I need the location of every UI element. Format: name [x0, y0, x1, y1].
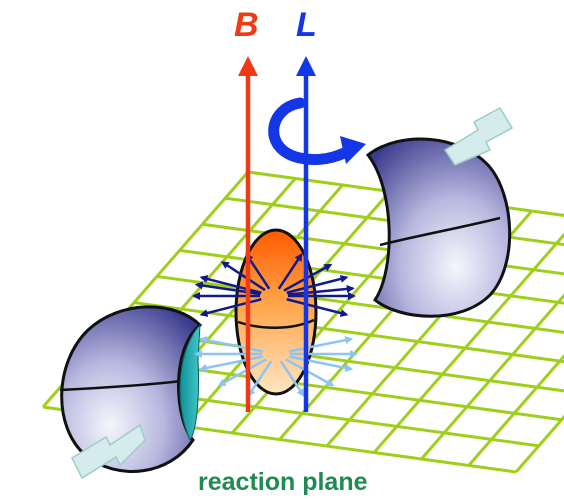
grid-line — [467, 353, 564, 467]
flow-arrows-lower — [194, 336, 358, 398]
angular-momentum-label: L — [296, 6, 317, 44]
flow-arrow — [247, 360, 273, 398]
flow-arrow — [198, 355, 264, 372]
grid-line — [514, 414, 564, 473]
flow-arrow — [217, 358, 267, 387]
b-field-label: B — [234, 6, 259, 44]
angular-momentum-axis — [296, 56, 316, 412]
flow-arrow — [220, 261, 266, 292]
flow-arrow — [245, 252, 271, 290]
grid-line — [420, 293, 564, 460]
flow-arrow — [288, 355, 354, 372]
motion-arrow-icon — [71, 107, 514, 480]
grid-line — [372, 232, 564, 454]
flow-arrow — [277, 252, 303, 290]
b-field-axis — [238, 56, 258, 412]
curved-rotation-arrow-icon — [268, 97, 366, 166]
grid-line — [133, 301, 564, 364]
right-nucleus — [365, 137, 512, 318]
flow-arrow — [279, 360, 305, 398]
flow-arrow — [198, 336, 264, 353]
flow-arrow — [199, 275, 262, 294]
flow-arrow — [286, 298, 349, 317]
flow-arrow — [285, 358, 335, 387]
flow-arrow — [286, 275, 349, 294]
reaction-plane-label: reaction plane — [198, 468, 368, 496]
flow-arrow — [199, 298, 262, 317]
flow-arrow — [287, 284, 355, 296]
flow-arrow — [288, 336, 354, 353]
